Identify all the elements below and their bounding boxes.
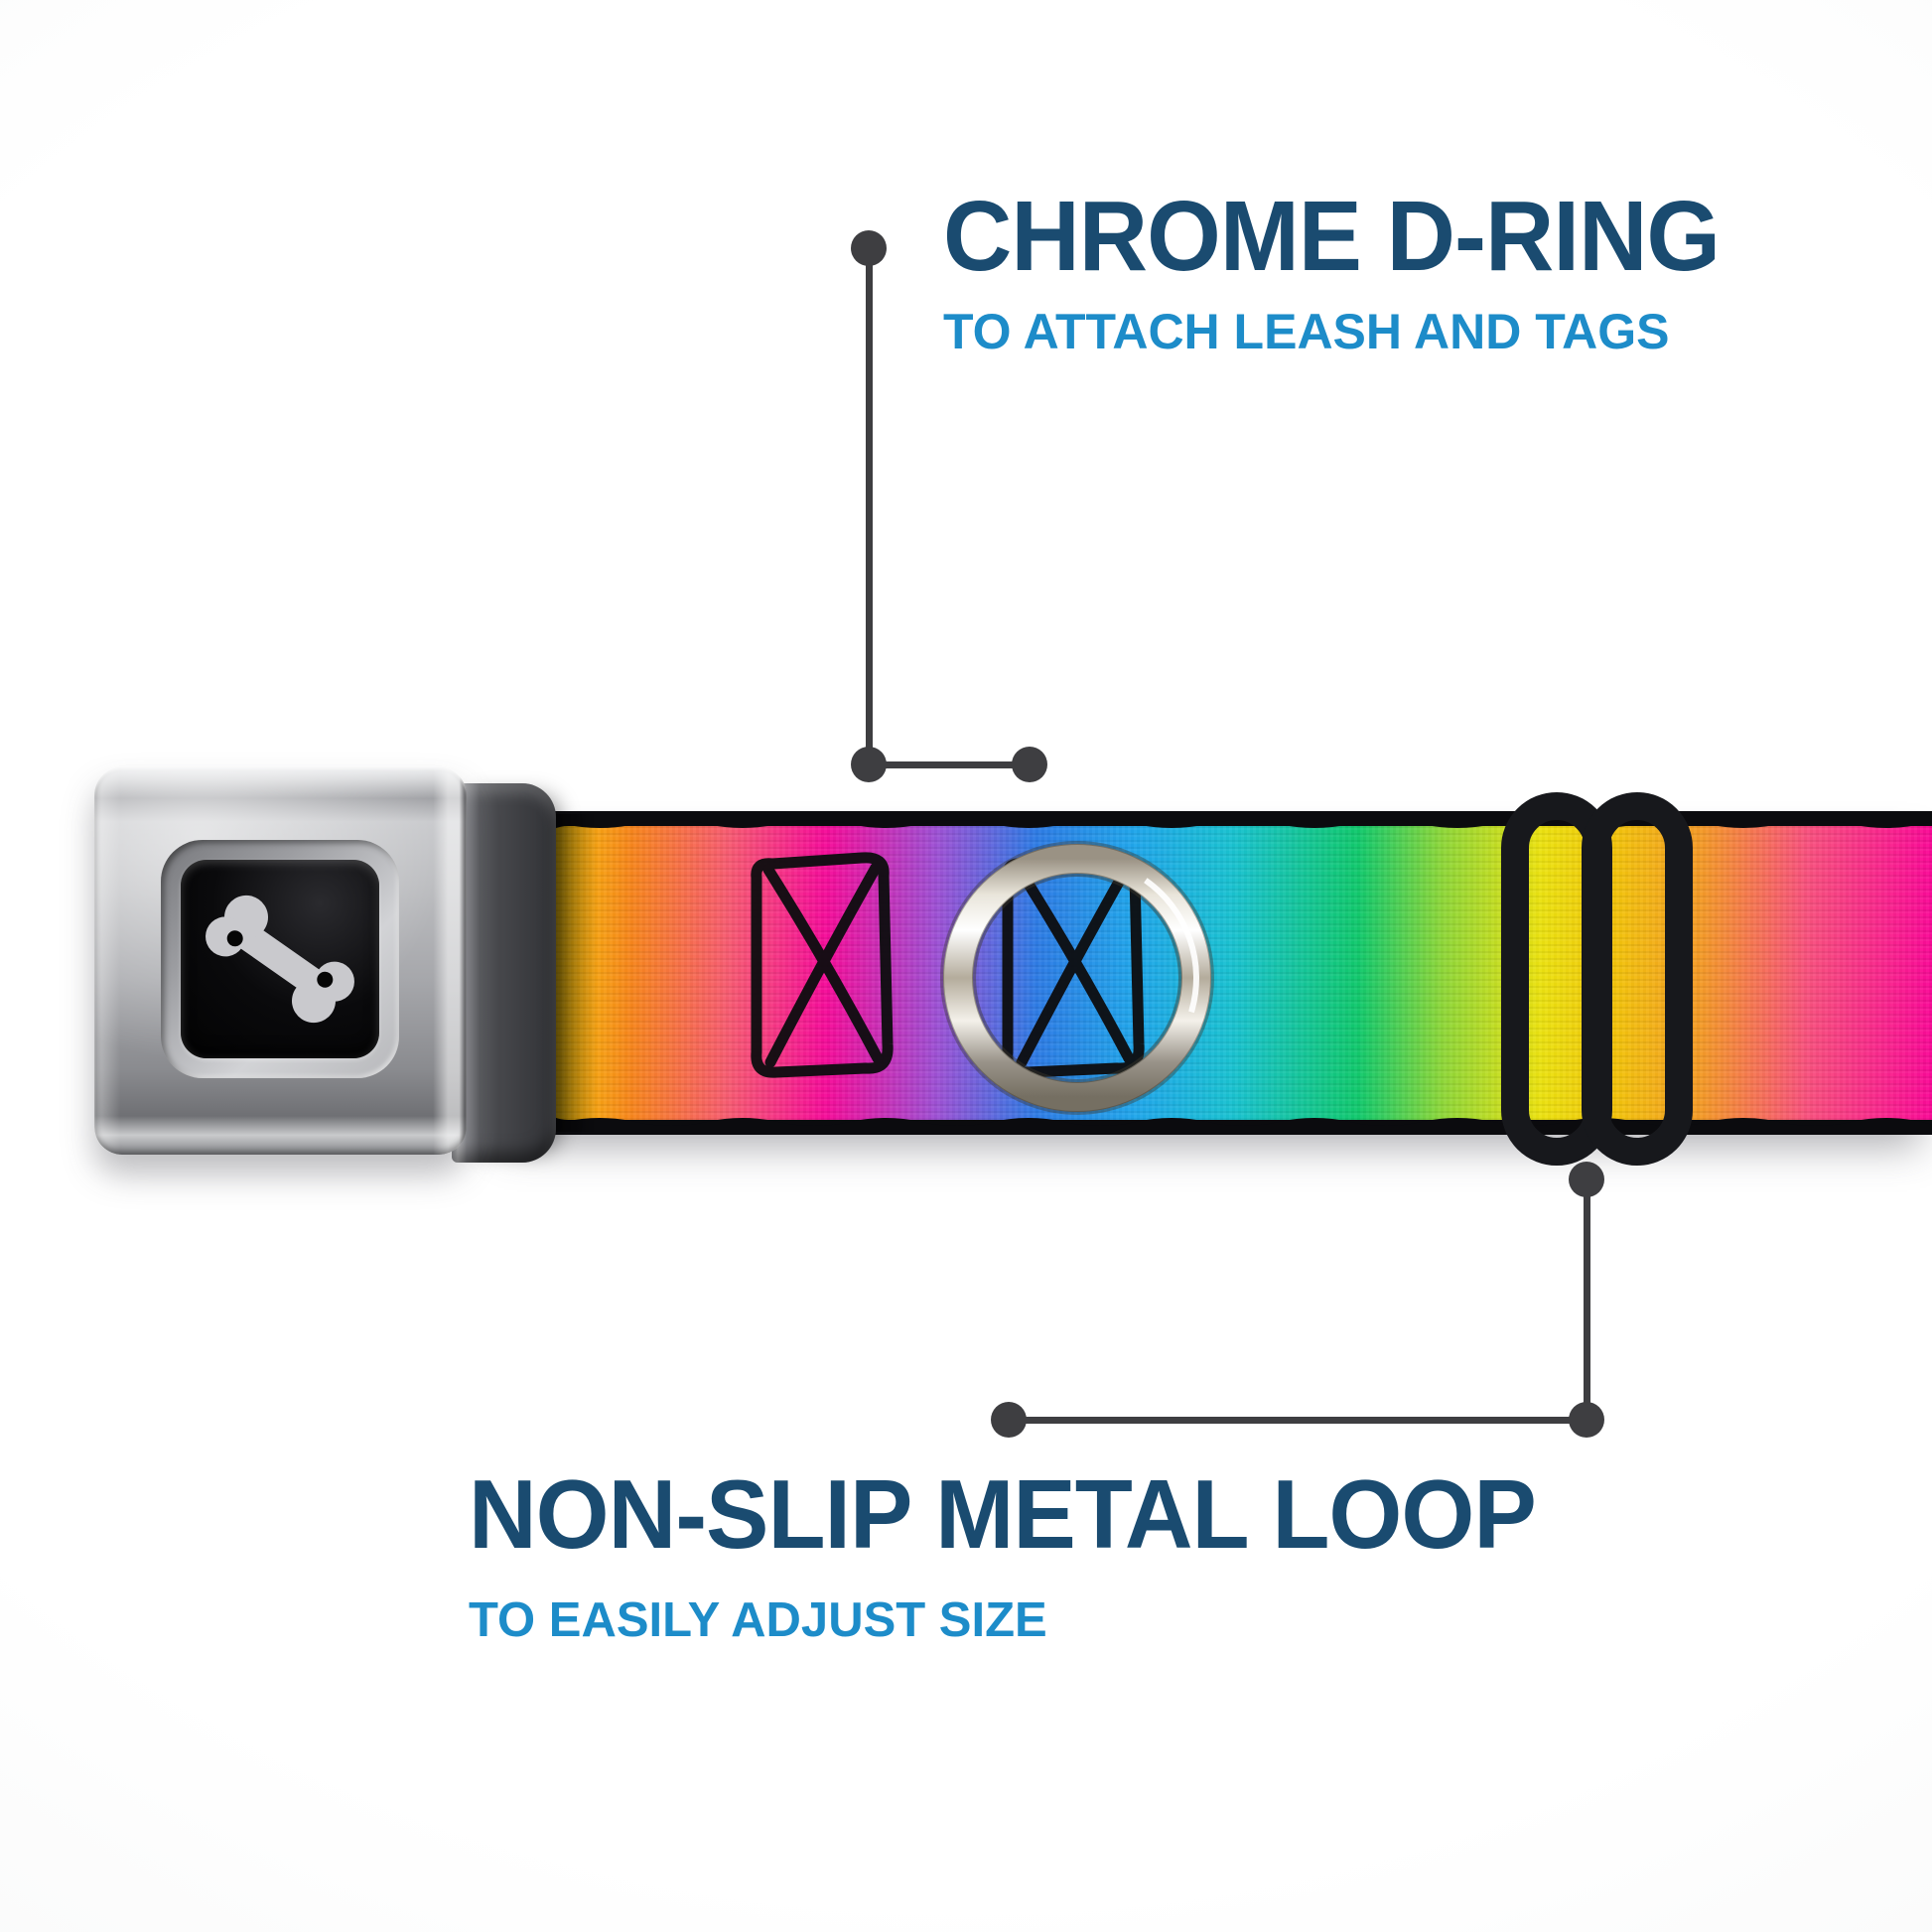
- dring-label: CHROME D-RING TO ATTACH LEASH AND TAGS: [943, 187, 1752, 356]
- seatbelt-buckle: [94, 767, 467, 1155]
- callout-loop-line-horizontal: [1009, 1417, 1587, 1424]
- stitch-box-left: [751, 852, 894, 1078]
- loop-subtitle: TO EASILY ADJUST SIZE: [469, 1593, 1047, 1647]
- callout-dring-line-vertical: [866, 248, 873, 764]
- buckle-clasp: [452, 783, 556, 1163]
- callout-dring-line-horizontal: [869, 761, 1030, 768]
- buckle-logo-window: [181, 860, 379, 1058]
- buckle-recess: [161, 840, 399, 1078]
- loop-label: NON-SLIP METAL LOOP TO EASILY ADJUST SIZ…: [469, 1465, 1569, 1645]
- dring-title: CHROME D-RING: [943, 181, 1721, 292]
- metal-loop-slider-icon: [1501, 792, 1693, 1166]
- callout-dring-dot-end: [1012, 747, 1047, 782]
- loop-title: NON-SLIP METAL LOOP: [469, 1459, 1537, 1569]
- callout-loop-line-vertical: [1584, 1179, 1590, 1420]
- dring-subtitle: TO ATTACH LEASH AND TAGS: [943, 304, 1670, 359]
- strap-shadow-at-buckle: [552, 814, 598, 1132]
- dog-bone-icon: [206, 895, 354, 1024]
- callout-loop-dot-end: [991, 1402, 1027, 1438]
- chrome-d-ring-icon: [940, 841, 1214, 1115]
